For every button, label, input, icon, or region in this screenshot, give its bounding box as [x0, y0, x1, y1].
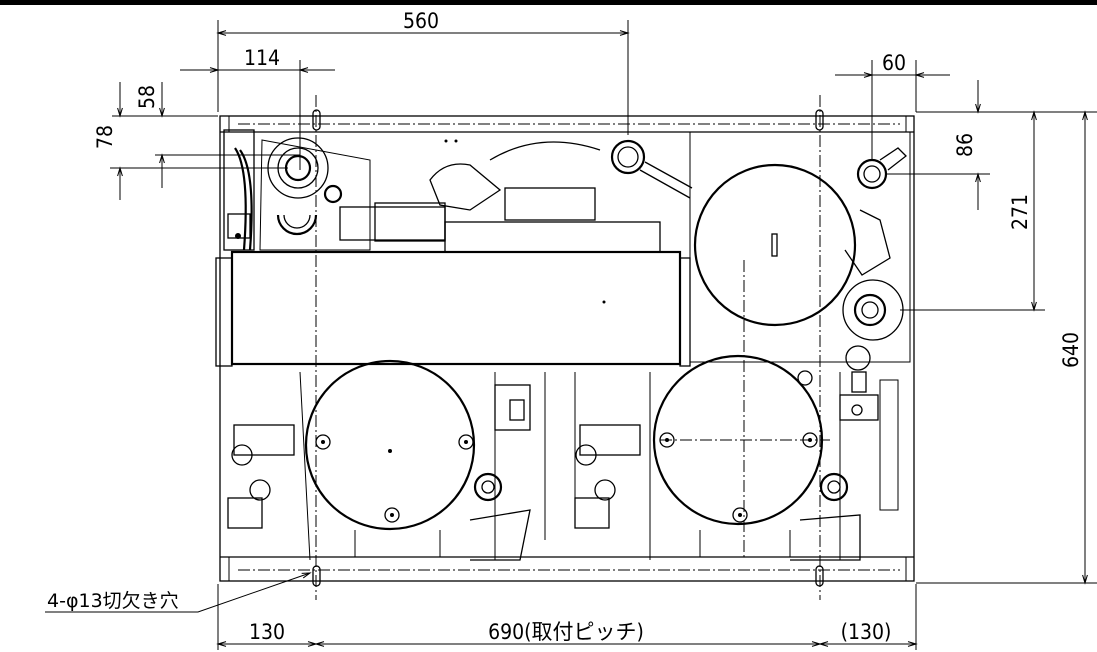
dimension-bottom [216, 584, 918, 650]
note-leader [45, 572, 312, 613]
compressor-bottom-right [574, 354, 899, 561]
compressor-top-right [689, 131, 911, 393]
dimension-60 [835, 60, 950, 160]
dimension-271-label: 271 [1008, 194, 1032, 230]
dimension-58-78 [110, 82, 300, 200]
dimension-86-label: 86 [953, 133, 977, 157]
dimension-78-label: 78 [93, 125, 117, 149]
dimension-60-label: 60 [882, 51, 906, 75]
dimension-114-label: 114 [244, 46, 280, 70]
pipe-fittings-top-left [223, 129, 502, 251]
dimension-690-label: 690(取付ピッチ) [488, 620, 644, 644]
unit-frame [219, 115, 915, 582]
frame-structure [354, 372, 791, 557]
dimension-58-label: 58 [135, 85, 159, 109]
top-border [0, 0, 1097, 5]
dimension-560-label: 560 [403, 9, 439, 33]
dimension-130-paren-label: (130) [841, 620, 892, 644]
dimension-560 [216, 20, 630, 135]
dimension-114 [180, 60, 335, 170]
dimension-640-label: 640 [1059, 332, 1083, 368]
slot-note: 4-φ13切欠き穴 [47, 590, 179, 612]
receiver-tank [215, 250, 691, 367]
dimension-86-271-640 [886, 80, 1097, 585]
compressor-bottom-left [227, 359, 531, 561]
control-box [444, 139, 693, 253]
centerline [238, 95, 900, 600]
dimension-130-label: 130 [249, 620, 285, 644]
